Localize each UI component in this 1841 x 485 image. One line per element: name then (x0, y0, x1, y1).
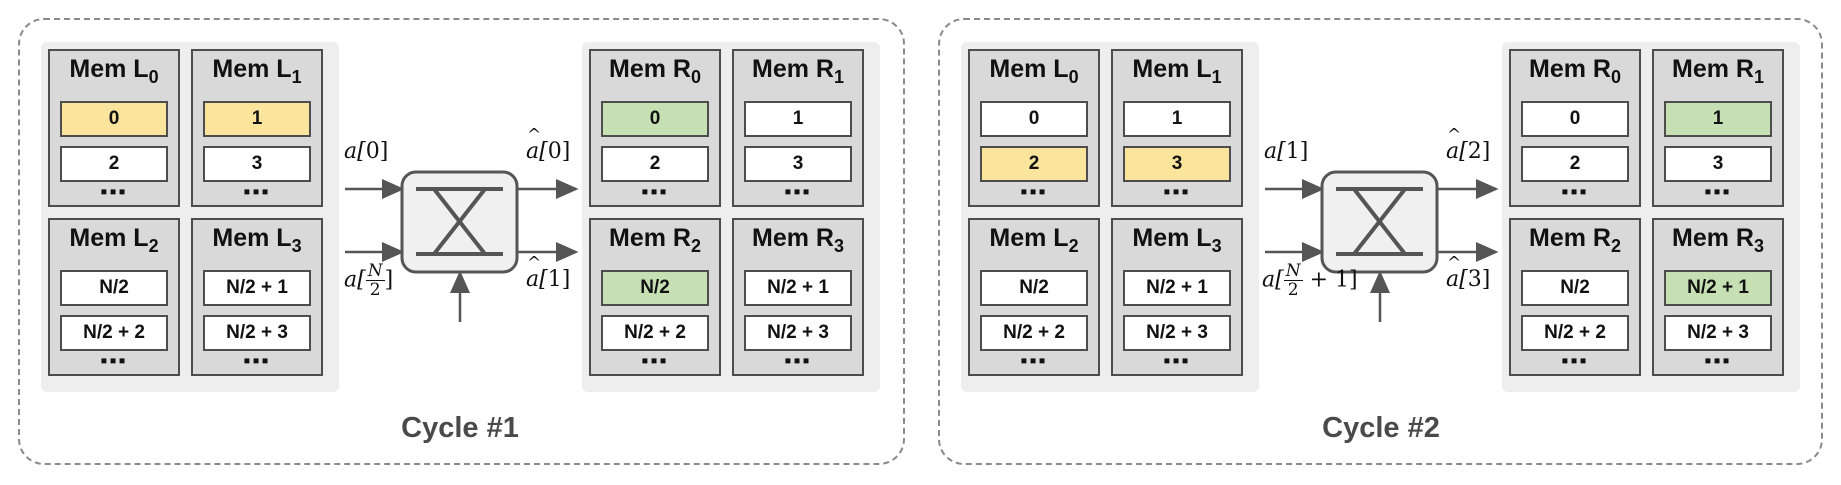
bank-title: Mem R3 (752, 224, 844, 256)
memory-cell: N/2 (980, 270, 1088, 306)
memory-cell: 3 (744, 146, 852, 182)
ellipsis-icon: ▪▪▪ (1020, 181, 1048, 203)
memory-cell: N/2 + 3 (1664, 315, 1772, 351)
cycle-2-switch (1265, 170, 1499, 322)
ellipsis-icon: ▪▪▪ (1704, 350, 1732, 372)
ellipsis-icon: ▪▪▪ (1020, 350, 1048, 372)
memory-cell: 2 (1521, 146, 1629, 182)
memory-bank-l3: Mem L3 N/2 + 1 N/2 + 3▪▪▪ (1111, 218, 1243, 376)
ellipsis-icon: ▪▪▪ (100, 181, 128, 203)
memory-cell: N/2 + 3 (744, 315, 852, 351)
memory-cell: 2 (601, 146, 709, 182)
memory-cell: N/2 + 2 (1521, 315, 1629, 351)
input-top-label: a[1] (1264, 139, 1309, 164)
ellipsis-icon: ▪▪▪ (1561, 181, 1589, 203)
ellipsis-icon: ▪▪▪ (1163, 350, 1191, 372)
memory-cell: 1 (1664, 101, 1772, 137)
ellipsis-icon: ▪▪▪ (641, 181, 669, 203)
memory-bank-l0: Mem L0 0 2▪▪▪ (968, 49, 1100, 207)
memory-bank-r3: Mem R3 N/2 + 1 N/2 + 3▪▪▪ (1652, 218, 1784, 376)
bank-title: Mem L1 (212, 55, 302, 87)
bank-title: Mem R2 (609, 224, 701, 256)
memory-cell: 1 (744, 101, 852, 137)
memory-cell: 1 (203, 101, 311, 137)
bank-title: Mem R1 (752, 55, 844, 87)
ellipsis-icon: ▪▪▪ (1163, 181, 1191, 203)
output-top-label: a[2] (1446, 125, 1490, 164)
ellipsis-icon: ▪▪▪ (641, 350, 669, 372)
cycle-2-panel (938, 18, 1823, 465)
memory-cell: 3 (1123, 146, 1231, 182)
memory-cell: N/2 (60, 270, 168, 306)
cycle-1-panel (18, 18, 905, 465)
memory-cell: 2 (980, 146, 1088, 182)
memory-cell: N/2 + 1 (203, 270, 311, 306)
memory-bank-l0: Mem L0 0 2▪▪▪ (48, 49, 180, 207)
memory-bank-l3: Mem L3 N/2 + 1 N/2 + 3▪▪▪ (191, 218, 323, 376)
bank-title: Mem R1 (1672, 55, 1764, 87)
output-bottom-label: a[1] (526, 253, 570, 292)
memory-cell: 0 (1521, 101, 1629, 137)
bank-title: Mem R3 (1672, 224, 1764, 256)
ellipsis-icon: ▪▪▪ (243, 350, 271, 372)
memory-cell: N/2 (1521, 270, 1629, 306)
memory-cell: 1 (1123, 101, 1231, 137)
memory-bank-r1: Mem R1 1 3▪▪▪ (1652, 49, 1784, 207)
ellipsis-icon: ▪▪▪ (1704, 181, 1732, 203)
memory-cell: 0 (601, 101, 709, 137)
cycle-2-label: Cycle #2 (1322, 412, 1440, 444)
memory-cell: 2 (60, 146, 168, 182)
bank-title: Mem R2 (1529, 224, 1621, 256)
memory-cell: 3 (203, 146, 311, 182)
memory-cell: N/2 + 3 (1123, 315, 1231, 351)
output-bottom-label: a[3] (1446, 253, 1490, 292)
memory-cell: N/2 + 2 (60, 315, 168, 351)
memory-cell: N/2 + 2 (601, 315, 709, 351)
memory-bank-l1: Mem L1 1 3▪▪▪ (191, 49, 323, 207)
memory-cell: 0 (980, 101, 1088, 137)
input-top-label: a[0] (344, 139, 389, 164)
ellipsis-icon: ▪▪▪ (784, 181, 812, 203)
memory-cell: N/2 + 1 (1664, 270, 1772, 306)
memory-cell: N/2 + 1 (1123, 270, 1231, 306)
memory-cell: 0 (60, 101, 168, 137)
bank-title: Mem L0 (989, 55, 1079, 87)
ellipsis-icon: ▪▪▪ (243, 181, 271, 203)
output-top-label: a[0] (526, 125, 570, 164)
bank-title: Mem L3 (212, 224, 302, 256)
memory-bank-l1: Mem L1 1 3▪▪▪ (1111, 49, 1243, 207)
ellipsis-icon: ▪▪▪ (1561, 350, 1589, 372)
memory-bank-r0: Mem R0 0 2▪▪▪ (1509, 49, 1641, 207)
bank-title: Mem L1 (1132, 55, 1222, 87)
memory-bank-r1: Mem R1 1 3▪▪▪ (732, 49, 864, 207)
crossbar-switch-icon (416, 187, 503, 256)
bank-title: Mem R0 (1529, 55, 1621, 87)
memory-cell: 3 (1664, 146, 1772, 182)
ellipsis-icon: ▪▪▪ (784, 350, 812, 372)
bank-title: Mem L3 (1132, 224, 1222, 256)
bank-title: Mem L0 (69, 55, 159, 87)
cycle-1-switch (345, 170, 579, 322)
bank-title: Mem R0 (609, 55, 701, 87)
bank-title: Mem L2 (69, 224, 159, 256)
cycle-1-label: Cycle #1 (401, 412, 519, 444)
memory-cell: N/2 + 3 (203, 315, 311, 351)
memory-cell: N/2 (601, 270, 709, 306)
memory-bank-r3: Mem R3 N/2 + 1 N/2 + 3▪▪▪ (732, 218, 864, 376)
crossbar-switch-icon (1336, 187, 1423, 256)
memory-bank-r0: Mem R0 0 2▪▪▪ (589, 49, 721, 207)
ellipsis-icon: ▪▪▪ (100, 350, 128, 372)
bank-title: Mem L2 (989, 224, 1079, 256)
memory-cell: N/2 + 1 (744, 270, 852, 306)
memory-cell: N/2 + 2 (980, 315, 1088, 351)
